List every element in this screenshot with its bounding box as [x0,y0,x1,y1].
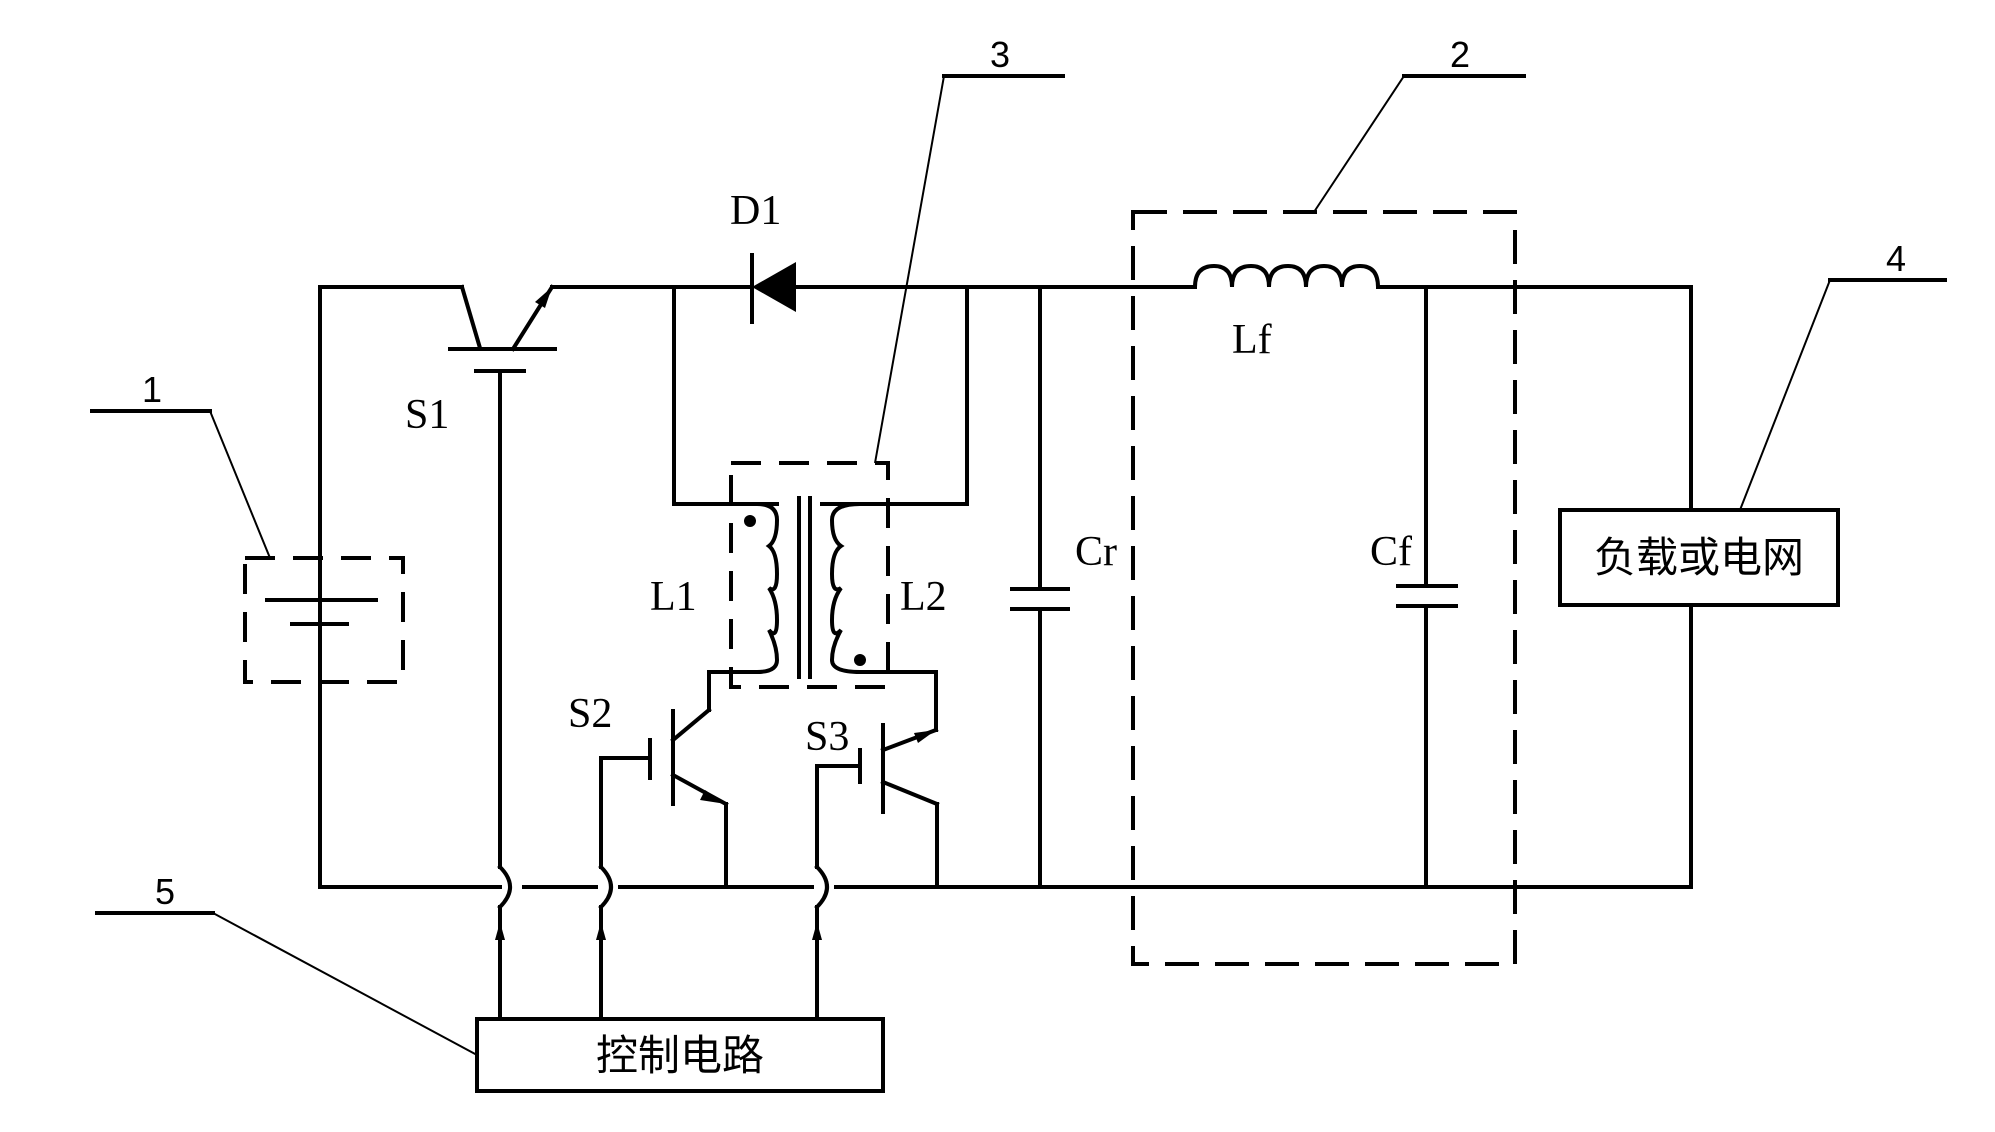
top-rail [320,287,1691,680]
switch-s1-symbol [450,287,555,1019]
label-s2: S2 [568,691,612,737]
filter-block [1133,212,1515,964]
label-d1: D1 [730,188,781,234]
switch-s3-symbol [812,725,937,1019]
dot-marker-l1 [744,515,756,527]
dot-marker-l2 [854,654,866,666]
label-l1: L1 [650,574,697,620]
label-l2: L2 [900,574,947,620]
leader-2 [1314,76,1524,212]
transformer-branch [674,287,967,504]
label-cr: Cr [1075,529,1117,575]
ref-number-4: 4 [1886,238,1906,279]
label-cf: Cf [1370,529,1412,575]
ref-number-3: 3 [990,34,1010,75]
ref-number-2: 2 [1450,34,1470,75]
arrow-up-icon [596,922,606,940]
load-or-grid-block: 负载或电网 [1560,510,1838,605]
diode-d1-symbol [752,255,796,322]
switch-s2-symbol [596,710,726,1019]
arrow-up-icon [812,922,822,940]
leader-5 [97,913,477,1055]
load-or-grid-label: 负载或电网 [1594,533,1804,582]
capacitor-cr-symbol [1012,287,1068,887]
label-lf: Lf [1232,317,1272,363]
ref-number-1: 1 [142,369,162,410]
leader-4 [1740,280,1945,510]
label-s1: S1 [405,392,449,438]
leader-1 [92,411,270,558]
battery-source [245,558,403,682]
control-circuit-label: 控制电路 [596,1031,764,1080]
control-circuit-block: 控制电路 [477,1019,883,1091]
arrow-up-icon [495,922,505,940]
label-s3: S3 [805,714,849,760]
ref-number-5: 5 [155,871,175,912]
bottom-rail [320,605,1691,887]
